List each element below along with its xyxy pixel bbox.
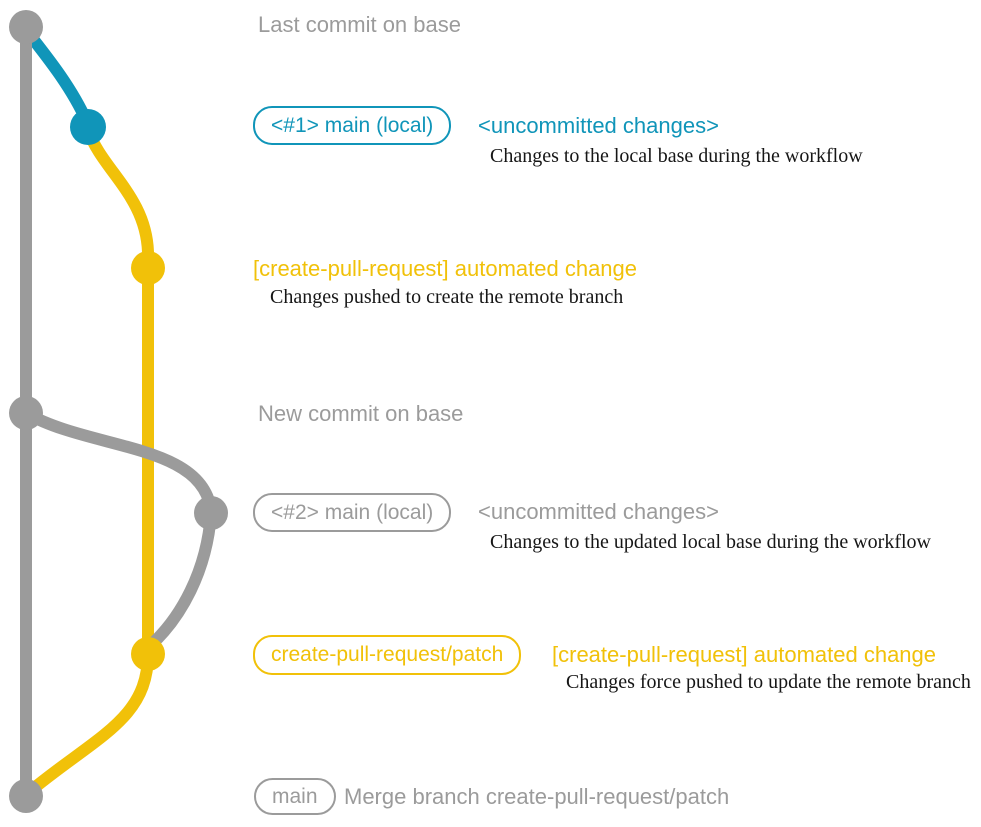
commit-message-automated-change-2: [create-pull-request] automated change — [552, 642, 937, 667]
branch-label-main: main — [254, 778, 336, 815]
annotation-note-automated-change-2: Changes force pushed to update the remot… — [566, 671, 971, 693]
annotation-note-automated-change-1: Changes pushed to create the remote bran… — [270, 286, 624, 308]
patch-merge-line — [22, 648, 154, 799]
commit-message-uncommitted-1: <uncommitted changes> — [478, 113, 719, 138]
commit-dot-local-main-2 — [194, 496, 228, 530]
local-main-1-line — [20, 24, 93, 128]
commit-message-last-base: Last commit on base — [258, 12, 461, 37]
commit-message-automated-change-1: [create-pull-request] automated change — [253, 256, 638, 281]
branch-label-create-pull-request-patch: create-pull-request/patch — [253, 635, 522, 675]
commit-dot-merge — [9, 779, 43, 813]
commit-message-new-base: New commit on base — [258, 401, 464, 426]
local-main-2-line-out — [20, 407, 217, 516]
patch-branch-line — [82, 124, 154, 660]
commit-message-uncommitted-2: <uncommitted changes> — [478, 499, 719, 524]
branch-label-main-local-2: <#2> main (local) — [253, 493, 452, 532]
commit-dot-patch-2 — [131, 637, 165, 671]
annotation-note-uncommitted-1: Changes to the local base during the wor… — [490, 145, 863, 167]
commit-dot-last-base — [9, 10, 43, 44]
commit-dot-local-main-1 — [70, 109, 106, 145]
commit-dot-patch-1 — [131, 251, 165, 285]
branch-label-main-local-1: <#1> main (local) — [253, 106, 452, 145]
local-main-2-line-in — [146, 507, 217, 650]
annotation-note-uncommitted-2: Changes to the updated local base during… — [490, 531, 931, 553]
commit-dot-new-base — [9, 396, 43, 430]
commit-message-merge: Merge branch create-pull-request/patch — [344, 784, 730, 809]
